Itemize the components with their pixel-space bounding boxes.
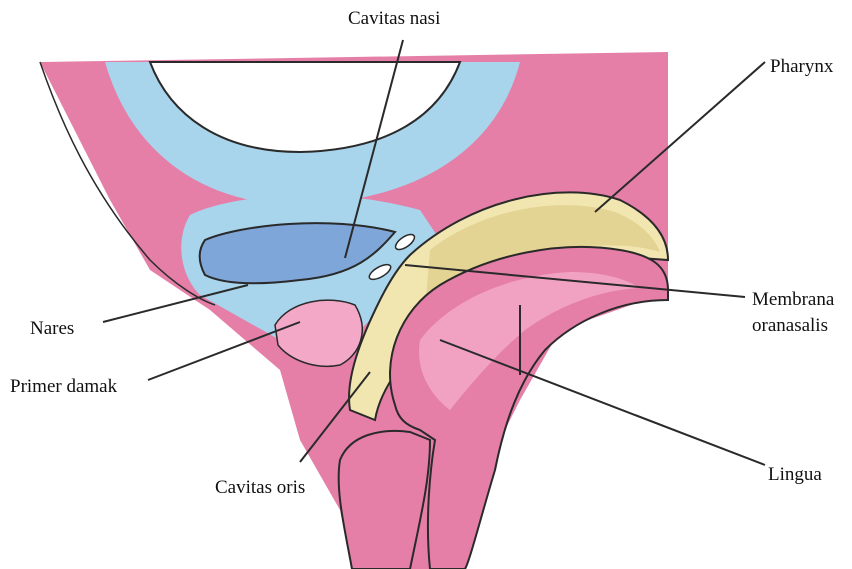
label-cavitas-nasi: Cavitas nasi [348,8,440,29]
label-lingua: Lingua [768,464,822,485]
label-primer-damak: Primer damak [10,376,118,397]
label-pharynx: Pharynx [770,56,834,77]
label-nares: Nares [30,318,74,339]
label-membrana-2: oranasalis [752,315,828,336]
label-cavitas-oris: Cavitas oris [215,477,305,498]
label-membrana-1: Membrana [752,289,835,310]
